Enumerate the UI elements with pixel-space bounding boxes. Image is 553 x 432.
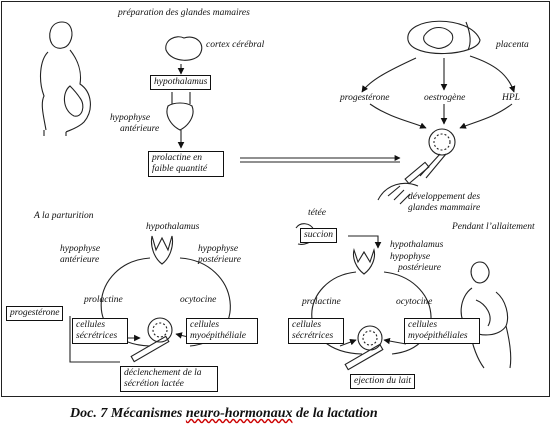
label-progesterone-top: progestérone [340,93,390,103]
alveolus-drawing-top [428,128,456,156]
label-hypophyse-top-line1: hypophyse [110,113,151,123]
label-tetee: tétée [308,208,326,218]
box-secretrices-left-line2: sécrétrices [76,331,118,341]
label-hpl: HPL [502,93,520,103]
figure-caption: Doc. 7 Mécanismes neuro-hormonaux de la … [70,406,378,422]
caption-wavy: neuro-hormonaux [185,406,293,421]
label-hyp-right: hypophyse postérieure [390,252,441,274]
alveolus-drawing-left [147,317,173,343]
label-prolactine-left: prolactine [84,295,123,305]
label-hypothalamus-left: hypothalamus [146,222,200,232]
label-developpement: développement des glandes mammaire [408,192,480,214]
box-cellules-secretrices-right: cellules sécrétrices [288,318,344,344]
box-myo-right-line2: myoépithéliales [408,331,468,341]
placenta-fetus-drawing [407,20,481,55]
box-ejection: ejection du lait [350,374,415,389]
label-placenta: placenta [496,40,529,50]
label-hypothalamus-right: hypothalamus [390,240,444,250]
box-secretrices-left-line1: cellules [76,320,106,330]
label-hyp-ant-left-line1: hypophyse [60,244,101,254]
box-succion: succion [300,228,338,243]
box-prolactine-line1: prolactine en [152,153,203,163]
box-declenchement: déclenchement de la sécrétion lactée [120,366,218,392]
label-hyp-post-left: hypophyse postérieure [198,244,241,266]
label-hyp-ant-left: hypophyse antérieure [60,244,100,266]
label-developpement-line1: développement des [408,192,481,202]
label-hyp-post-left-line1: hypophyse [198,244,239,254]
label-hyp-ant-left-line2: antérieure [60,255,100,265]
label-hyp-post-left-line2: postérieure [198,255,241,265]
label-hyp-right-line1: hypophyse [390,252,431,262]
box-cellules-myo-right: cellules myoépithéliales [404,318,480,344]
alveolus-drawing-right [357,325,383,351]
box-declenchement-line1: déclenchement de la [124,368,202,378]
label-ocytocine-left: ocytocine [180,295,217,305]
label-pendant-allaitement: Pendant l’allaitement [452,222,535,232]
title-preparation: préparation des glandes mamaires [118,8,250,18]
label-ocytocine-right: ocytocine [396,297,433,307]
nursing-mother-drawing [460,261,512,369]
pregnant-woman-drawing [39,21,91,136]
pituitary-drawing-left [150,235,174,265]
box-prolactine-faible: prolactine en faible quantité [148,151,224,177]
box-cellules-myo-left: cellules myoépithéliale [186,318,258,344]
label-prolactine-right: prolactine [302,297,341,307]
box-hypothalamus-top: hypothalamus [150,75,212,90]
figure-frame [1,1,550,397]
brain-drawing [165,36,203,61]
box-prolactine-line2: faible quantité [152,164,208,174]
pituitary-drawing-top [166,102,194,131]
label-hyp-right-line2: postérieure [398,263,441,273]
box-declenchement-line2: sécrétion lactée [124,379,184,389]
box-progesterone-left: progestérone [6,306,64,321]
pituitary-drawing-right [352,248,376,275]
box-myo-left-line1: cellules [190,320,220,330]
box-secretrices-right-line1: cellules [292,320,322,330]
box-cellules-secretrices-left: cellules sécrétrices [72,318,128,344]
mammary-gland-drawing [377,182,419,205]
box-myo-right-line1: cellules [408,320,438,330]
label-developpement-line2: glandes mammaire [408,203,481,213]
cycle-loop-right [311,271,432,355]
caption-suffix: de la lactation [292,406,378,421]
label-cortex: cortex cérébral [206,40,265,50]
title-parturition: A la parturition [34,211,94,221]
caption-prefix: Doc. 7 Mécanismes [70,406,186,421]
label-hypophyse-top-line2: antérieure [120,124,160,134]
label-hypophyse-top: hypophyse antérieure [110,113,159,135]
box-secretrices-right-line2: sécrétrices [292,331,334,341]
label-oestrogene: oestrogène [424,93,466,103]
box-myo-left-line2: myoépithéliale [190,331,246,341]
